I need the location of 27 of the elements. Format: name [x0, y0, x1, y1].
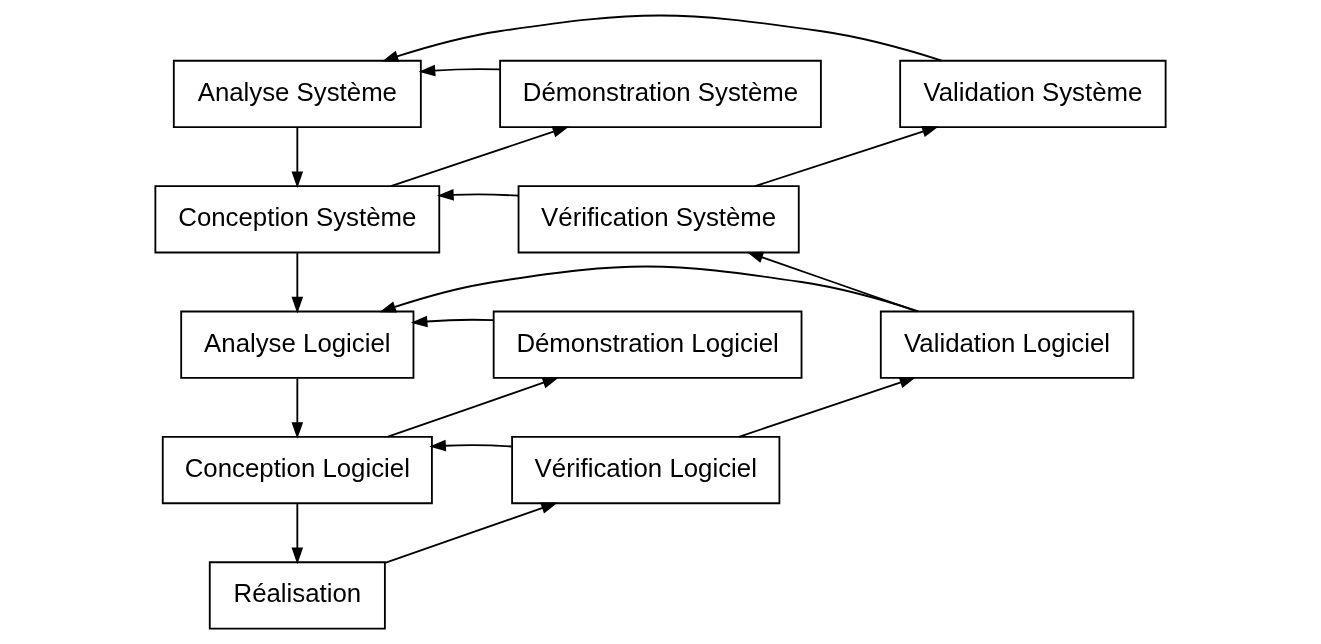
arrow [384, 502, 558, 564]
arrow [390, 126, 570, 188]
node-box: Conception Logiciel [161, 435, 433, 505]
arrow [379, 265, 920, 313]
arrow [291, 502, 304, 565]
arrow [437, 189, 520, 201]
node-box: Vérification Logiciel [511, 435, 781, 505]
node-box: Conception Système [154, 185, 441, 254]
arrow [746, 251, 918, 313]
node-box: Analyse Logiciel [180, 310, 415, 379]
arrow [410, 315, 495, 328]
arrow [381, 14, 943, 62]
arrow [418, 64, 501, 77]
arrow [291, 252, 304, 314]
arrow [291, 377, 304, 439]
arrow [737, 376, 917, 438]
node-box: Démonstration Système [499, 59, 822, 129]
node-box: Démonstration Logiciel [492, 310, 803, 379]
arrow [387, 377, 560, 438]
arrow [429, 439, 513, 452]
node-box: Vérification Système [517, 185, 800, 254]
node-box: Réalisation [208, 561, 386, 630]
node-box: Validation Logiciel [879, 310, 1135, 379]
node-box: Analyse Système [172, 59, 422, 129]
node-box: Validation Système [899, 59, 1167, 129]
arrow [754, 126, 939, 188]
arrow [291, 126, 304, 189]
